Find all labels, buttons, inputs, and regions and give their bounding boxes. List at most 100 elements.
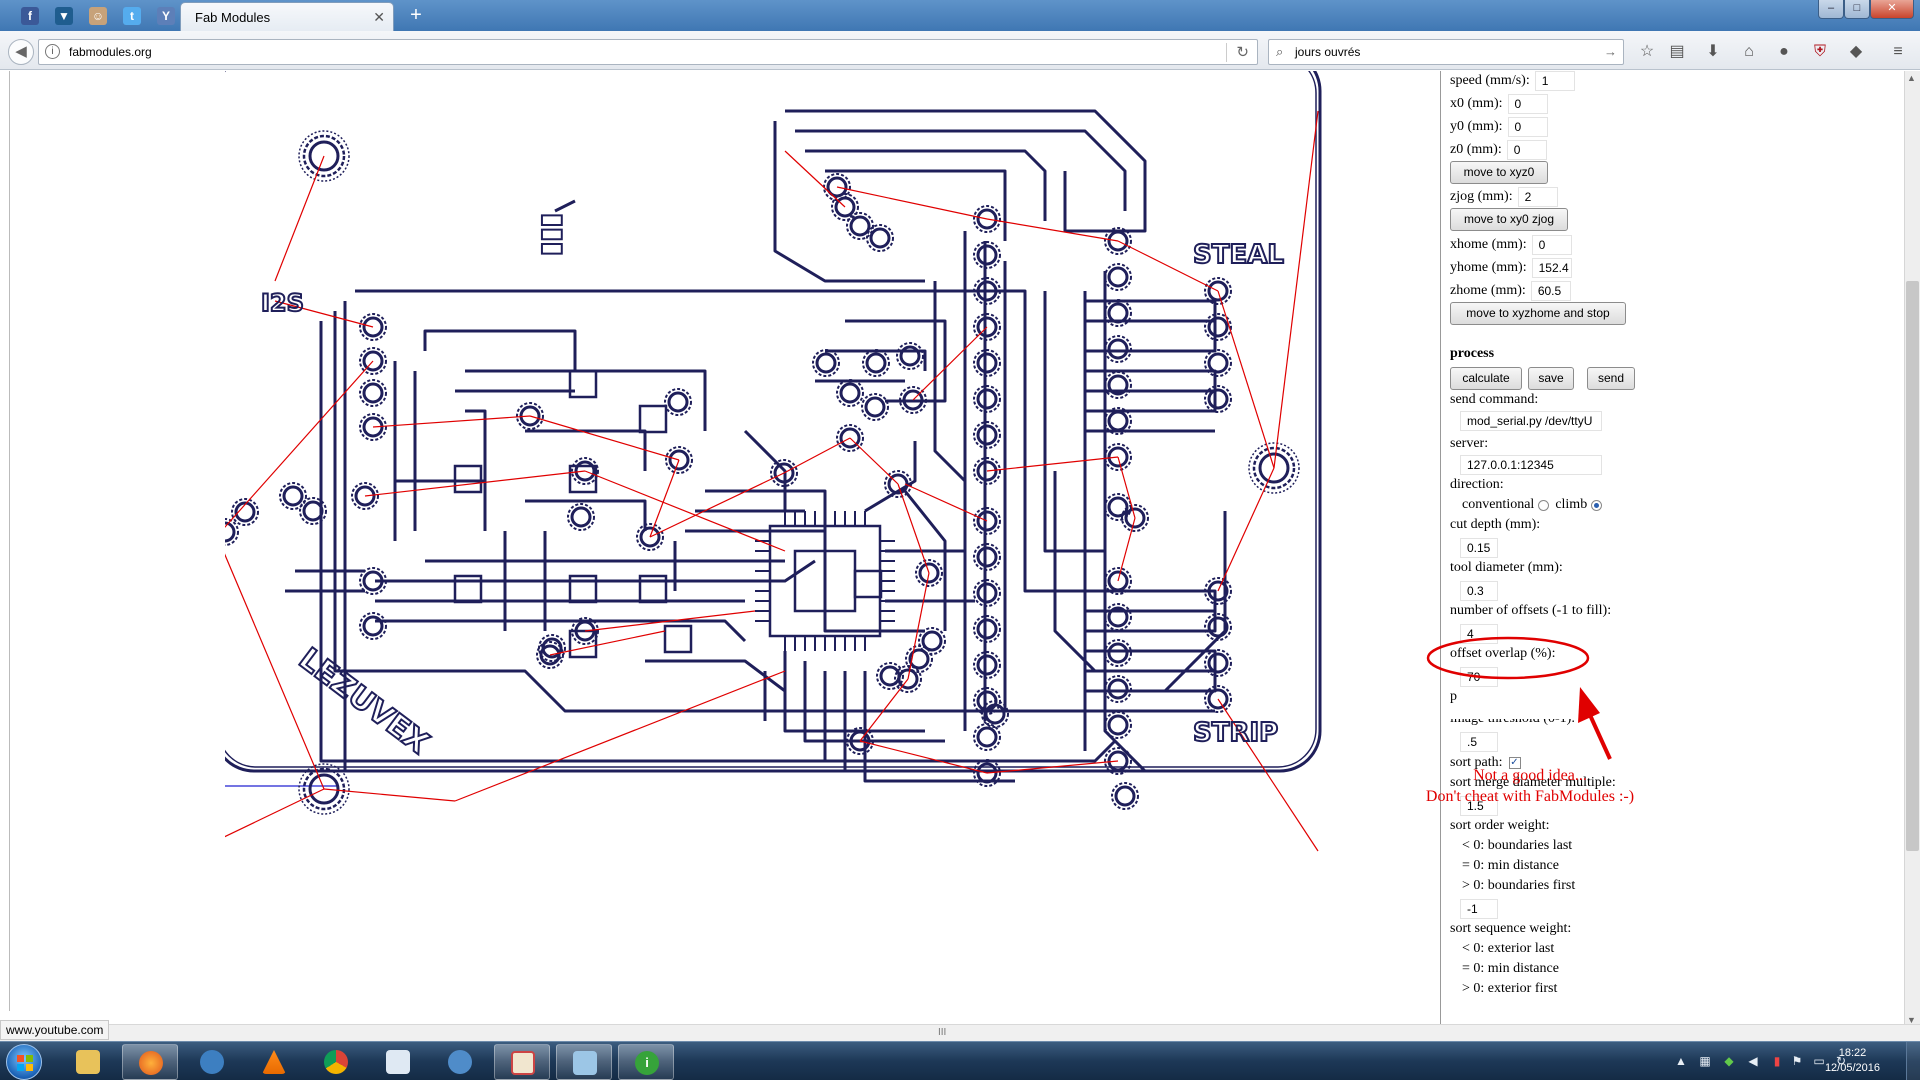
search-go-icon[interactable]: →: [1604, 44, 1617, 59]
taskbar-editor[interactable]: [370, 1044, 426, 1080]
tool-diameter-input[interactable]: 0.3: [1460, 581, 1498, 601]
toolpath-preview[interactable]: STEAL STRIP I2S LEZUVEX ▮▮▮: [225, 71, 1345, 871]
save-button[interactable]: save: [1528, 367, 1574, 390]
pinned-tab-tweetdeck[interactable]: ▼: [50, 4, 78, 28]
taskbar-inkscape[interactable]: [494, 1044, 550, 1080]
xhome-input[interactable]: 0: [1531, 235, 1572, 255]
tool-diameter-label: tool diameter (mm):: [1450, 560, 1563, 575]
url-bar[interactable]: i fabmodules.org ↻: [38, 39, 1258, 65]
speed-label: speed (mm/s):: [1450, 73, 1530, 88]
new-tab-button[interactable]: +: [410, 4, 422, 26]
tray-sync-icon[interactable]: ↻: [1835, 1054, 1847, 1068]
vertical-scrollbar[interactable]: ▲ ▼: [1904, 71, 1920, 1029]
tray-battery-icon[interactable]: ▮: [1773, 1054, 1781, 1068]
threshold-row: .5: [1460, 732, 1498, 752]
reading-list-icon[interactable]: ▤: [1669, 43, 1685, 60]
send-button[interactable]: send: [1587, 367, 1635, 390]
send-command-input[interactable]: mod_serial.py /dev/ttyU: [1460, 411, 1602, 431]
home-icon[interactable]: ⌂: [1744, 43, 1754, 60]
sort-merge-input[interactable]: 1.5: [1460, 796, 1498, 816]
scroll-down-icon[interactable]: ▼: [1907, 1015, 1916, 1025]
tab-fab-modules[interactable]: Fab Modules ✕: [180, 2, 394, 31]
folder-icon: [573, 1051, 597, 1075]
pinned-tab-anonymous[interactable]: ☺: [84, 4, 112, 28]
cut-depth-input[interactable]: 0.15: [1460, 538, 1498, 558]
pinned-tab-yahoo[interactable]: Y: [152, 4, 180, 28]
y0-label: y0 (mm):: [1450, 119, 1503, 134]
info-icon[interactable]: i: [45, 44, 60, 59]
pocket-icon[interactable]: ◆: [1849, 43, 1863, 60]
zjog-label: zjog (mm):: [1450, 189, 1513, 204]
speed-input[interactable]: 1: [1534, 71, 1575, 91]
xhome-row: xhome (mm):0: [1450, 235, 1572, 255]
maximize-button[interactable]: □: [1844, 0, 1870, 19]
tray-display-icon[interactable]: ▭: [1813, 1054, 1825, 1068]
zhome-input[interactable]: 60.5: [1530, 281, 1571, 301]
taskbar-firefox[interactable]: [122, 1044, 178, 1080]
taskbar-folder[interactable]: [556, 1044, 612, 1080]
show-desktop-button[interactable]: [1906, 1042, 1920, 1080]
move-to-xyz0-button[interactable]: move to xyz0: [1450, 161, 1548, 184]
yahoo-icon: Y: [157, 7, 175, 25]
inkscape-icon: [511, 1051, 535, 1075]
sort-order-input[interactable]: -1: [1460, 899, 1498, 919]
taskbar-info[interactable]: i: [618, 1044, 674, 1080]
search-bar[interactable]: ⌕ jours ouvrés →: [1268, 39, 1624, 65]
pcb-label-vertical: ▮▮▮: [538, 213, 568, 256]
shield-icon[interactable]: ⛨: [1813, 43, 1826, 60]
tray-expand-icon[interactable]: ▲: [1675, 1054, 1687, 1068]
taskbar-explorer[interactable]: [60, 1044, 116, 1080]
navigation-bar: ◀ i fabmodules.org ↻ ⌕ jours ouvrés → ☆ …: [0, 31, 1920, 70]
scroll-grip[interactable]: III: [938, 1027, 947, 1038]
sort-path-checkbox[interactable]: ✓: [1508, 757, 1521, 769]
conventional-radio[interactable]: [1538, 499, 1550, 511]
climb-radio[interactable]: [1591, 499, 1603, 511]
sort-order-opt2: = 0: min distance: [1462, 858, 1559, 873]
zjog-input[interactable]: 2: [1517, 187, 1558, 207]
minimize-button[interactable]: –: [1818, 0, 1844, 19]
start-button[interactable]: [6, 1044, 42, 1080]
chat-icon[interactable]: ●: [1779, 43, 1789, 60]
pcb-label-top: STEAL: [1193, 240, 1284, 270]
y0-input[interactable]: 0: [1507, 117, 1548, 137]
window-close-button[interactable]: ✕: [1870, 0, 1914, 19]
tray-app-icon[interactable]: ▦: [1699, 1054, 1711, 1068]
url-text: fabmodules.org: [69, 45, 152, 59]
annotation-line-2: Don't cheat with FabModules :-): [1425, 788, 1635, 805]
sort-seq-label: sort sequence weight:: [1450, 921, 1572, 936]
threshold-input[interactable]: .5: [1460, 732, 1498, 752]
reload-icon[interactable]: ↻: [1236, 44, 1249, 61]
move-to-xy0-zjog-button[interactable]: move to xy0 zjog: [1450, 208, 1568, 231]
z0-input[interactable]: 0: [1506, 140, 1547, 160]
tray-flag-icon[interactable]: ⚑: [1791, 1054, 1803, 1068]
bookmark-star-icon[interactable]: ☆: [1639, 43, 1655, 60]
sort-path-row: sort path:✓: [1450, 755, 1521, 771]
pinned-tab-facebook[interactable]: f: [16, 4, 44, 28]
tray-network-icon[interactable]: ◆: [1724, 1054, 1734, 1068]
left-margin-line: [9, 71, 10, 1011]
calculate-button[interactable]: calculate: [1450, 367, 1522, 390]
move-to-xyzhome-button[interactable]: move to xyzhome and stop: [1450, 302, 1626, 325]
back-arrow-icon[interactable]: ◀: [8, 39, 34, 65]
x0-input[interactable]: 0: [1507, 94, 1548, 114]
taskbar-chrome[interactable]: [308, 1044, 364, 1080]
server-input[interactable]: 127.0.0.1:12345: [1460, 455, 1602, 475]
clock[interactable]: 18:22 12/05/2016: [1825, 1046, 1880, 1076]
yhome-row: yhome (mm):152.4: [1450, 258, 1572, 278]
menu-icon[interactable]: ≡: [1893, 43, 1903, 60]
taskbar-vlc[interactable]: [246, 1044, 302, 1080]
taskbar-thunderbird[interactable]: [184, 1044, 240, 1080]
sort-seq-opt2: = 0: min distance: [1462, 961, 1559, 976]
scroll-thumb[interactable]: [1906, 281, 1919, 851]
tray-volume-icon[interactable]: ◀: [1748, 1054, 1758, 1068]
taskbar-thunderbird-2[interactable]: [432, 1044, 488, 1080]
status-url: www.youtube.com: [0, 1020, 110, 1040]
search-input[interactable]: jours ouvrés: [1295, 45, 1361, 59]
download-icon[interactable]: ⬇: [1706, 43, 1720, 60]
horizontal-scrollbar[interactable]: III: [0, 1024, 1920, 1041]
pinned-tab-twitter[interactable]: t: [118, 4, 146, 28]
close-icon[interactable]: ✕: [373, 9, 385, 25]
scroll-up-icon[interactable]: ▲: [1907, 73, 1916, 83]
yhome-input[interactable]: 152.4: [1531, 258, 1572, 278]
